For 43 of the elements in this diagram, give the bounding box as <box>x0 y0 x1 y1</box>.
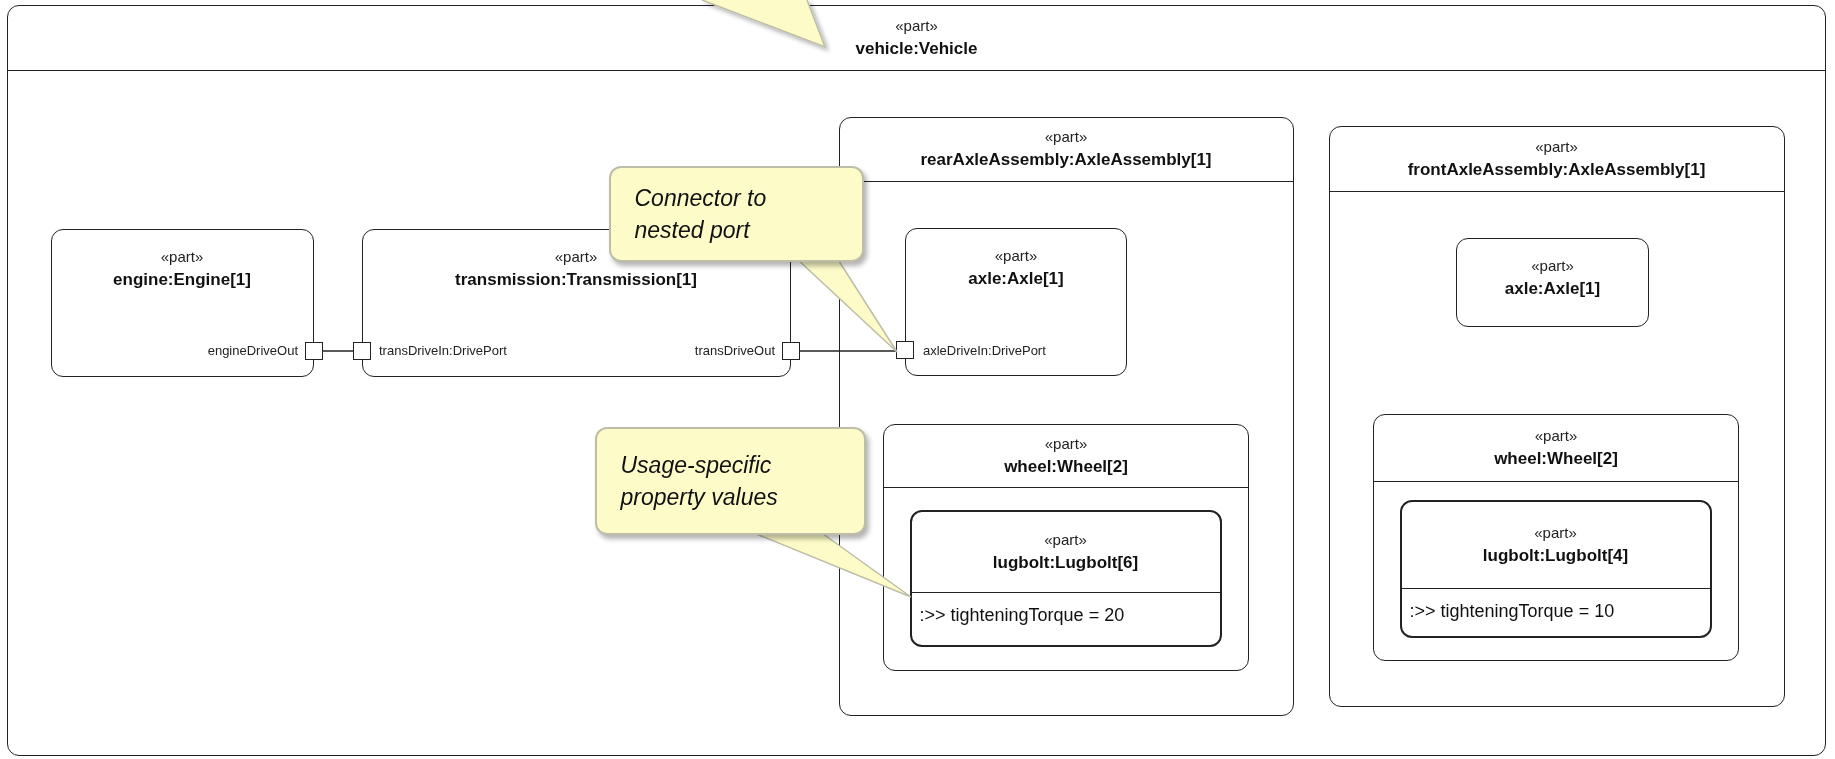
callout-text: Usage-specific property values <box>620 450 779 512</box>
part-name: lugbolt:Lugbolt[4] <box>1482 544 1629 567</box>
connector-line <box>799 350 898 352</box>
stereotype-label: «part» <box>1044 529 1087 550</box>
port-square <box>352 341 371 360</box>
stereotype-label: «part» <box>1044 434 1088 454</box>
stereotype-label: «part» <box>994 246 1038 266</box>
part-name: frontAxleAssembly:AxleAssembly[1] <box>1407 158 1706 181</box>
stereotype-label: «part» <box>1531 256 1574 276</box>
stereotype-label: «part» <box>554 246 598 267</box>
stereotype-label: «part» <box>895 16 938 36</box>
port-label: transDriveIn:DrivePort <box>379 342 507 360</box>
attribute-value: :>> tighteningTorque = 20 <box>918 603 1126 627</box>
stereotype-label: «part» <box>160 246 204 267</box>
port-square <box>781 341 800 360</box>
connector-line <box>322 350 354 352</box>
attribute-value: :>> tighteningTorque = 10 <box>1408 599 1616 623</box>
port-label: engineDriveOut <box>207 342 298 360</box>
part-box <box>1328 125 1785 707</box>
part-box <box>883 424 1249 671</box>
port-square <box>304 341 323 360</box>
part-name: axle:Axle[1] <box>1504 278 1601 300</box>
part-name: lugbolt:Lugbolt[6] <box>992 551 1139 574</box>
part-box <box>1399 499 1712 638</box>
callout-text: Connector to nested port <box>634 183 768 245</box>
part-box <box>909 509 1222 647</box>
part-box <box>1373 414 1739 661</box>
stereotype-label: «part» <box>1534 522 1577 543</box>
part-name: transmission:Transmission[1] <box>455 268 697 291</box>
port-square <box>896 341 914 359</box>
part-name: wheel:Wheel[2] <box>1004 456 1128 478</box>
part-name: wheel:Wheel[2] <box>1494 448 1618 470</box>
stereotype-label: «part» <box>1044 127 1088 147</box>
port-label: transDriveOut <box>694 342 775 360</box>
part-box <box>1456 238 1649 327</box>
port-label: axleDriveIn:DrivePort <box>923 342 1046 360</box>
stereotype-label: «part» <box>1535 136 1578 157</box>
part-name: axle:Axle[1] <box>968 268 1064 290</box>
part-name: engine:Engine[1] <box>113 268 251 291</box>
stereotype-label: «part» <box>1534 426 1578 446</box>
part-name: rearAxleAssembly:AxleAssembly[1] <box>920 149 1212 171</box>
part-box <box>7 5 1826 756</box>
part-name: vehicle:Vehicle <box>855 38 978 60</box>
